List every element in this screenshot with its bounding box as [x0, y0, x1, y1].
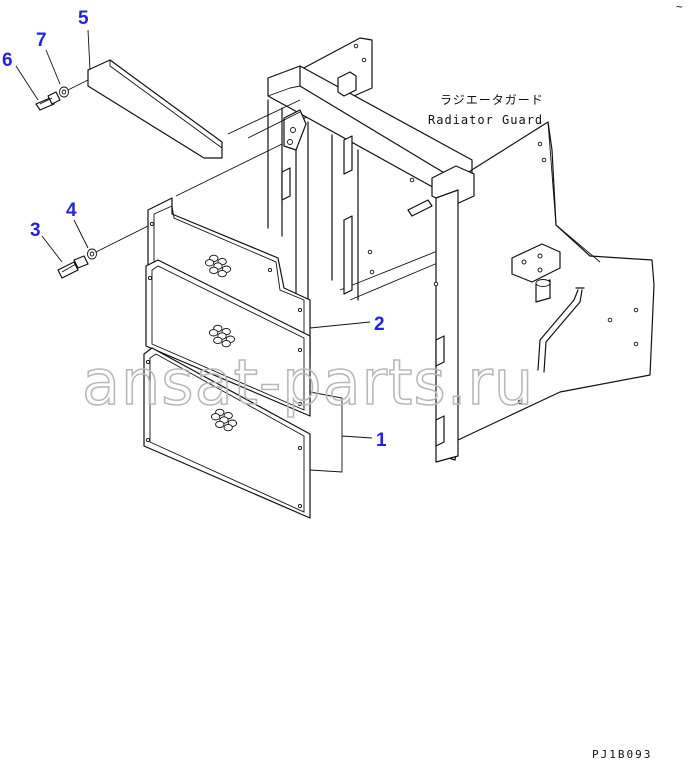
callout-6: 6	[2, 50, 13, 71]
leader-1	[309, 391, 373, 473]
callout-1: 1	[376, 430, 387, 451]
assembly-name-jp: ラジエータガード	[440, 93, 544, 107]
callout-5: 5	[78, 8, 89, 29]
vent-hole	[204, 259, 215, 267]
vent-hole	[209, 266, 219, 275]
vent-hole	[215, 420, 225, 429]
vent-hole	[217, 269, 227, 278]
assembly-name-en: Radiator Guard	[428, 113, 543, 127]
vent-hole	[213, 336, 223, 345]
vent-hole	[221, 339, 231, 348]
leader-3	[41, 235, 63, 263]
bolt-3-axis-line	[95, 225, 149, 253]
panel-axis-line	[175, 143, 283, 197]
callout-2: 2	[374, 314, 385, 335]
corner-mark: ~	[676, 0, 685, 13]
vent-hole	[208, 329, 219, 337]
leader-5	[87, 29, 91, 71]
leader-2	[309, 321, 371, 329]
part-4-washer	[87, 248, 97, 260]
leader-6	[15, 65, 39, 101]
vent-hole	[223, 423, 233, 432]
bolt-6-axis-line	[67, 79, 89, 91]
part-7-washer	[59, 86, 69, 98]
vent-hole	[210, 413, 221, 421]
part-6-bolt	[35, 91, 61, 111]
part-5-strip	[87, 59, 301, 159]
callout-4: 4	[66, 200, 77, 221]
callout-7: 7	[36, 30, 47, 51]
leader-4	[73, 219, 89, 249]
part-1-panel-lower	[143, 347, 311, 519]
callout-3: 3	[30, 220, 41, 241]
leader-7	[45, 49, 61, 85]
drawing-code: PJ1B093	[592, 748, 652, 761]
radiator-guard-frame	[267, 37, 655, 463]
panel-vent-holes	[204, 254, 238, 432]
watermark: ansat-parts.ru	[82, 346, 534, 419]
part-3-bolt	[57, 255, 89, 279]
